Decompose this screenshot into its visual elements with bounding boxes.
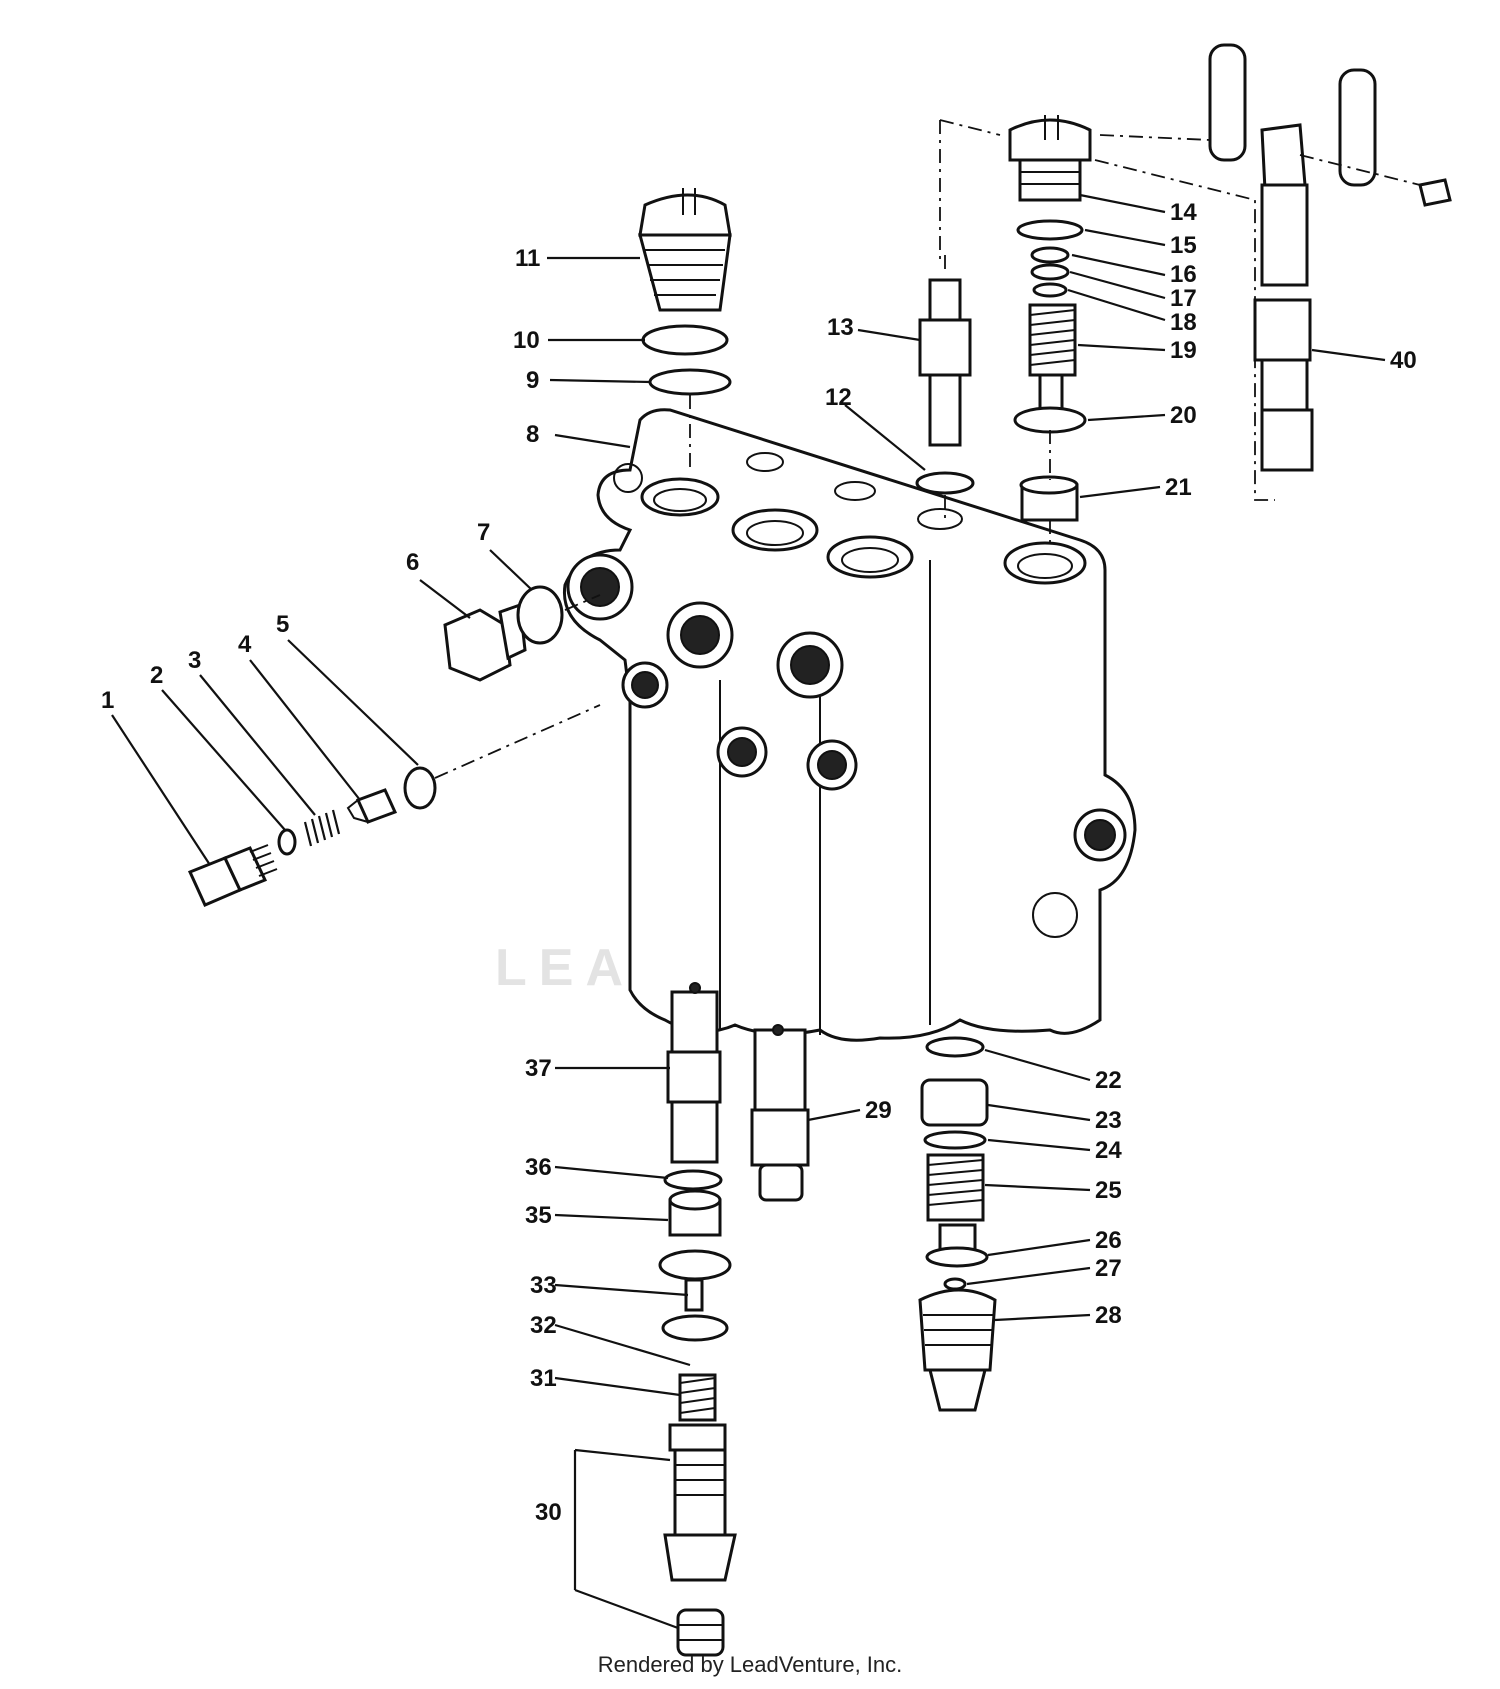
callout-8: 8 (526, 421, 539, 448)
callout-31: 31 (530, 1365, 557, 1392)
part-10-backup-ring (641, 324, 729, 356)
part-26-seat (925, 1223, 989, 1268)
part-9-o-ring (648, 368, 732, 396)
callout-3: 3 (188, 647, 201, 674)
part-37-spool (666, 982, 722, 1164)
assembly-lines (434, 119, 1421, 779)
part-5-o-ring (403, 766, 437, 810)
part-7-o-ring (516, 585, 564, 645)
part-19-spring (1028, 303, 1077, 377)
callout-1: 1 (101, 687, 114, 714)
part-17-washer (1030, 263, 1070, 281)
part-27-ball (943, 1277, 967, 1291)
part-36-ring (663, 1169, 723, 1191)
callout-11: 11 (515, 245, 540, 272)
leader-lines (111, 193, 1386, 1630)
callout-23: 23 (1095, 1107, 1122, 1134)
valve-body (562, 408, 1137, 1042)
part-29-spool (750, 1024, 810, 1202)
callout-15: 15 (1170, 232, 1197, 259)
callout-9: 9 (526, 367, 539, 394)
callout-4: 4 (238, 631, 252, 658)
callout-33: 33 (530, 1272, 557, 1299)
part-32-seat (661, 1314, 729, 1342)
part-12-o-ring (915, 471, 975, 495)
callout-29: 29 (865, 1097, 892, 1124)
part-22-o-ring (925, 1036, 985, 1058)
part-24-ring (923, 1130, 987, 1150)
callout-16: 16 (1170, 261, 1197, 288)
part-35-seat (668, 1189, 722, 1237)
part-25-spring (926, 1153, 985, 1222)
callout-13: 13 (827, 314, 854, 341)
part-2-washer (277, 828, 297, 856)
callout-17: 17 (1170, 285, 1197, 312)
callout-labels: 1 2 3 4 5 6 7 8 9 10 11 12 13 14 15 16 1… (101, 199, 1417, 1526)
callout-30: 30 (535, 1499, 562, 1526)
callout-40: 40 (1390, 347, 1417, 374)
part-20-spring-seat (1013, 373, 1087, 434)
callout-28: 28 (1095, 1302, 1122, 1329)
part-1-plug (187, 844, 278, 907)
callout-36: 36 (525, 1154, 552, 1181)
part-o-ring-lower (658, 1249, 732, 1281)
footer-credit: Rendered by LeadVenture, Inc. (597, 1652, 903, 1677)
callout-20: 20 (1170, 402, 1197, 429)
callout-24: 24 (1095, 1137, 1122, 1164)
part-14-cap (1008, 115, 1092, 202)
callout-22: 22 (1095, 1067, 1122, 1094)
callout-5: 5 (276, 611, 289, 638)
callout-32: 32 (530, 1312, 557, 1339)
callout-7: 7 (477, 519, 490, 546)
part-13-spool (918, 278, 972, 447)
callout-18: 18 (1170, 309, 1197, 336)
part-18-washer (1032, 282, 1068, 298)
part-21-check (1019, 475, 1079, 522)
callout-37: 37 (525, 1055, 552, 1082)
callout-26: 26 (1095, 1227, 1122, 1254)
part-3-spring (303, 809, 341, 847)
part-31-spring (678, 1373, 717, 1422)
callout-19: 19 (1170, 337, 1197, 364)
part-6-plug (443, 602, 527, 682)
callout-27: 27 (1095, 1255, 1122, 1282)
part-15-o-ring (1016, 219, 1084, 241)
callout-10: 10 (513, 327, 540, 354)
part-11-relief-cap (638, 188, 732, 312)
callout-6: 6 (406, 549, 419, 576)
part-33-pin (684, 1278, 704, 1312)
part-40-linkage (1208, 43, 1452, 472)
callout-2: 2 (150, 662, 163, 689)
part-4-poppet (346, 788, 398, 824)
callout-12: 12 (825, 384, 852, 411)
callout-25: 25 (1095, 1177, 1122, 1204)
part-23-plug (920, 1078, 989, 1127)
callout-35: 35 (525, 1202, 552, 1229)
part-30-plug-assembly (663, 1423, 737, 1657)
part-28-plug (918, 1288, 997, 1412)
part-16-washer (1030, 246, 1070, 264)
callout-21: 21 (1165, 474, 1192, 501)
callout-14: 14 (1170, 199, 1197, 226)
